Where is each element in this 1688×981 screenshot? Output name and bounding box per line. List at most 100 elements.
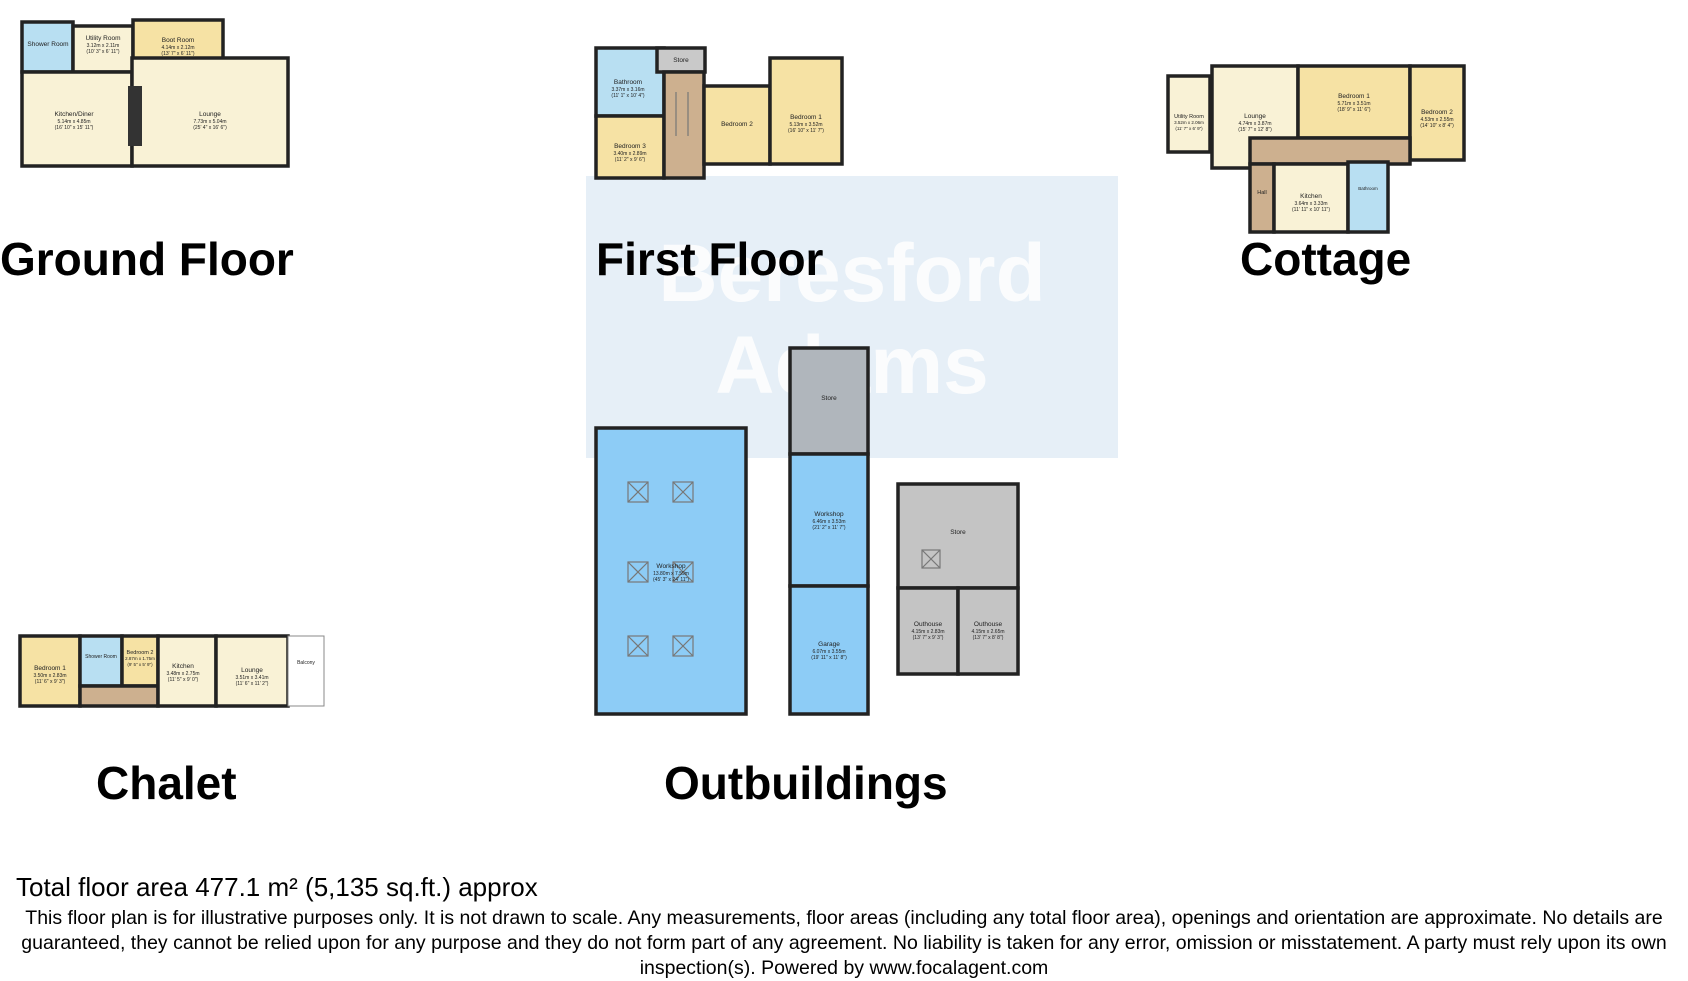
ff-bed3-imp: (11' 2" x 9' 6")	[615, 157, 646, 163]
o-store-1	[788, 346, 870, 456]
c-hall-2	[1248, 162, 1276, 234]
ff-bed1-imp: (16' 10" x 11' 7")	[788, 128, 824, 134]
total-floor-area: Total floor area 477.1 m² (5,135 sq.ft.)…	[16, 872, 538, 902]
o-workshop-1	[594, 426, 748, 716]
ch-bedroom-2	[120, 634, 160, 688]
c-utility-dim: 3.52m x 2.06m	[1174, 120, 1204, 125]
gf-kitchen-imp: (16' 10" x 15' 11")	[55, 125, 94, 131]
o-workshop1-dim: 13.80m x 7.59m	[653, 571, 689, 577]
ch-lounge-dim: 3.51m x 3.41m	[235, 675, 268, 681]
gf-boot-name: Boot Room	[162, 37, 195, 44]
ch-bed1-name: Bedroom 1	[34, 665, 66, 672]
c-bed2-imp: (14' 10" x 8' 4")	[1420, 123, 1454, 129]
o-garage	[788, 584, 870, 716]
c-utility-name: Utility Room	[1174, 114, 1204, 120]
ch-bed2-dim: 2.87m x 1.75m	[125, 656, 155, 661]
title-cottage: Cottage	[1240, 233, 1412, 285]
c-utility-imp: (11' 7" x 6' 9")	[1175, 126, 1203, 131]
ff-landing	[662, 70, 706, 180]
title-first-floor: First Floor	[596, 233, 824, 285]
gf-kitchen-dim: 5.14m x 4.85m	[57, 119, 90, 125]
c-bed1-imp: (18' 9" x 11' 6")	[1337, 107, 1370, 113]
ff-bed1-name: Bedroom 1	[790, 114, 822, 121]
o-outhouse1-dim: 4.15m x 2.83m	[911, 629, 944, 635]
o-workshop2-name: Workshop	[814, 511, 844, 518]
ff-bath-imp: (11' 1" x 10' 4")	[611, 93, 644, 99]
o-garage-imp: (19' 11" x 11' 8")	[811, 655, 847, 661]
title-chalet: Chalet	[96, 757, 237, 809]
o-outhouse1-imp: (13' 7" x 9' 3")	[913, 635, 944, 641]
ff-store-name: Store	[673, 57, 689, 64]
watermark-line-1: Beresford	[658, 228, 1046, 319]
c-bathroom	[1346, 160, 1390, 234]
disclaimer-text: This floor plan is for illustrative purp…	[21, 907, 1667, 979]
ff-bath-name: Bathroom	[614, 79, 642, 86]
ch-kitchen	[156, 634, 218, 708]
o-workshop1-imp: (45' 3" x 24' 11")	[653, 577, 689, 583]
c-kitchen-imp: (11' 11" x 10' 11")	[1292, 207, 1330, 213]
gf-shower-name: Shower Room	[27, 41, 68, 48]
gf-utility-name: Utility Room	[85, 35, 120, 42]
c-bed1-dim: 5.71m x 3.51m	[1337, 101, 1370, 107]
ff-bed2-name: Bedroom 2	[721, 121, 753, 128]
watermark-text: Beresford Adams	[586, 228, 1118, 412]
ch-lounge	[214, 634, 290, 708]
ch-bed1-dim: 3.50m x 2.83m	[33, 673, 66, 679]
gf-utility-imp: (10' 3" x 6' 11")	[86, 49, 119, 55]
c-bath-name: Bathroom	[1358, 186, 1378, 191]
c-hall	[1248, 136, 1412, 166]
ch-bed1-imp: (11' 6" x 9' 3")	[35, 679, 66, 685]
o-outhouse1-name: Outhouse	[914, 621, 943, 628]
gf-lounge-name: Lounge	[199, 111, 221, 118]
ch-shower-room	[78, 634, 124, 688]
ch-bed2-imp: (9' 5" x 5' 9")	[127, 662, 153, 667]
o-store1-name: Store	[821, 395, 837, 402]
o-outhouse2-dim: 4.15m x 2.65m	[971, 629, 1004, 635]
o-store-2	[896, 482, 1020, 590]
title-outbuildings: Outbuildings	[664, 757, 948, 809]
o-store2-name: Store	[950, 529, 966, 536]
gf-utility-dim: 3.12m x 2.11m	[87, 43, 120, 49]
ch-hall	[78, 684, 160, 708]
o-outhouse2-imp: (13' 7" x 8' 8")	[973, 635, 1004, 641]
gf-boot-imp: (13' 7" x 6' 11")	[161, 51, 194, 57]
c-bed2-dim: 4.53m x 2.55m	[1420, 117, 1453, 123]
ff-bath-dim: 3.37m x 3.16m	[611, 87, 644, 93]
gf-lounge	[130, 56, 290, 168]
ch-bed2-name: Bedroom 2	[127, 650, 154, 656]
ch-lounge-name: Lounge	[241, 667, 263, 674]
ch-balcony	[287, 635, 325, 707]
o-outhouse2-name: Outhouse	[974, 621, 1003, 628]
ff-bedroom-2	[702, 84, 772, 166]
c-kitchen-dim: 3.64m x 3.33m	[1294, 201, 1327, 207]
gf-kitchen-diner	[20, 70, 134, 168]
ff-bedroom-1	[768, 56, 844, 166]
c-lounge-imp: (15' 7" x 12' 8")	[1238, 127, 1272, 133]
o-garage-dim: 6.07m x 3.55m	[812, 649, 845, 655]
gf-lounge-dim: 7.73m x 5.04m	[193, 119, 226, 125]
ff-bed1-dim: 5.13m x 3.52m	[789, 122, 822, 128]
c-hall-name: Hall	[1257, 190, 1266, 196]
ch-lounge-imp: (11' 6" x 11' 2")	[236, 681, 269, 687]
o-workshop1-name: Workshop	[656, 563, 686, 570]
ch-balcony-name: Balcony	[297, 660, 315, 666]
title-ground-floor: Ground Floor	[0, 233, 294, 285]
c-bed1-name: Bedroom 1	[1338, 93, 1370, 100]
o-outhouse-2	[956, 586, 1020, 676]
ch-kitchen-name: Kitchen	[172, 663, 194, 670]
o-workshop2-imp: (21' 2" x 11' 7")	[812, 525, 845, 531]
c-kitchen-name: Kitchen	[1300, 193, 1322, 200]
skylights	[627, 481, 941, 657]
ch-shower-name: Shower Room	[85, 654, 117, 660]
o-outhouse-1	[896, 586, 960, 676]
ch-kitchen-dim: 3.48m x 2.75m	[166, 671, 199, 677]
gf-boot-dim: 4.14m x 2.12m	[161, 45, 194, 51]
ch-kitchen-imp: (11' 5" x 9' 0")	[168, 677, 199, 683]
ff-bed3-name: Bedroom 3	[614, 143, 646, 150]
o-workshop2-dim: 6.46m x 3.53m	[812, 519, 845, 525]
c-utility-room	[1166, 74, 1212, 154]
c-bed2-name: Bedroom 2	[1421, 109, 1453, 116]
c-lounge-dim: 4.74m x 3.87m	[1238, 121, 1271, 127]
gf-kitchen-name: Kitchen/Diner	[54, 111, 94, 118]
